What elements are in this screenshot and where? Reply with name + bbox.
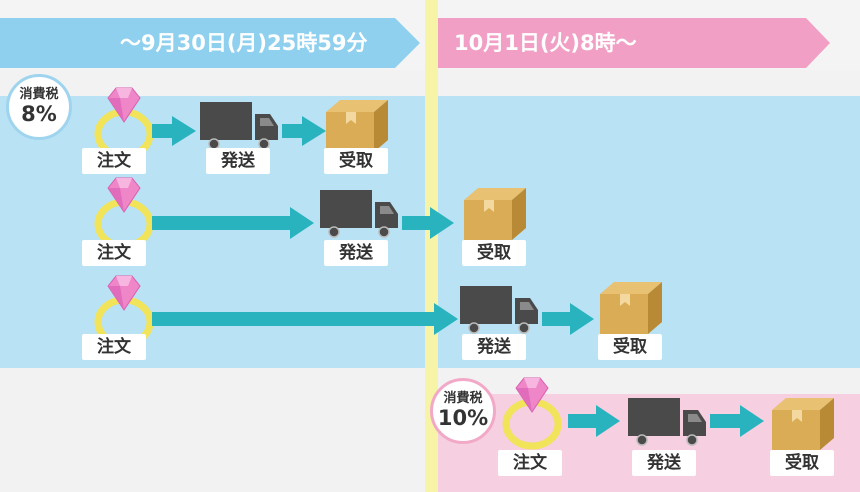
arrow-right-icon — [710, 405, 764, 437]
arrow-right-icon — [402, 207, 454, 239]
step-receive-label: 受取 — [598, 334, 662, 360]
banner-before-shape — [0, 18, 420, 68]
banner-after-text: 10月1日(火)8時～ — [454, 31, 637, 55]
step-receive-label: 受取 — [770, 450, 834, 476]
arrow-right-icon — [542, 303, 594, 335]
step-ship-label: 発送 — [324, 240, 388, 266]
truck-icon — [319, 189, 399, 238]
step-order-label: 注文 — [82, 148, 146, 174]
arrow-right-icon — [152, 303, 458, 335]
banner-after-shape — [438, 18, 830, 68]
tax-8-badge-rate: 8% — [21, 102, 57, 126]
arrow-right-icon — [152, 116, 196, 146]
step-receive-label: 受取 — [324, 148, 388, 174]
box-icon — [600, 282, 662, 334]
tax-10-badge: 消費税 10% — [430, 378, 496, 444]
arrow-right-icon — [568, 405, 620, 437]
step-order-label: 注文 — [82, 240, 146, 266]
truck-icon — [199, 101, 279, 150]
box-icon — [772, 398, 834, 450]
step-order-label: 注文 — [498, 450, 562, 476]
truck-icon — [459, 285, 539, 334]
banner-before: ～9月30日(月)25時59分 — [0, 18, 425, 68]
ring-icon — [506, 378, 558, 446]
tax-8-badge: 消費税 8% — [6, 74, 72, 140]
step-ship-label: 発送 — [632, 450, 696, 476]
tax-8-badge-label: 消費税 — [19, 87, 59, 102]
arrow-right-icon — [282, 116, 326, 146]
truck-icon — [627, 397, 707, 446]
box-icon — [326, 100, 388, 152]
date-divider — [425, 0, 438, 492]
step-ship-label: 発送 — [206, 148, 270, 174]
tax-10-badge-rate: 10% — [437, 406, 489, 430]
banner-after: 10月1日(火)8時～ — [438, 18, 838, 68]
step-order-label: 注文 — [82, 334, 146, 360]
ring-icon — [98, 88, 150, 156]
ring-icon — [98, 178, 150, 246]
banner-before-text: ～9月30日(月)25時59分 — [120, 31, 368, 55]
arrow-right-icon — [152, 207, 314, 239]
step-ship-label: 発送 — [462, 334, 526, 360]
step-receive-label: 受取 — [462, 240, 526, 266]
box-icon — [464, 188, 526, 240]
tax-10-badge-label: 消費税 — [443, 391, 483, 406]
